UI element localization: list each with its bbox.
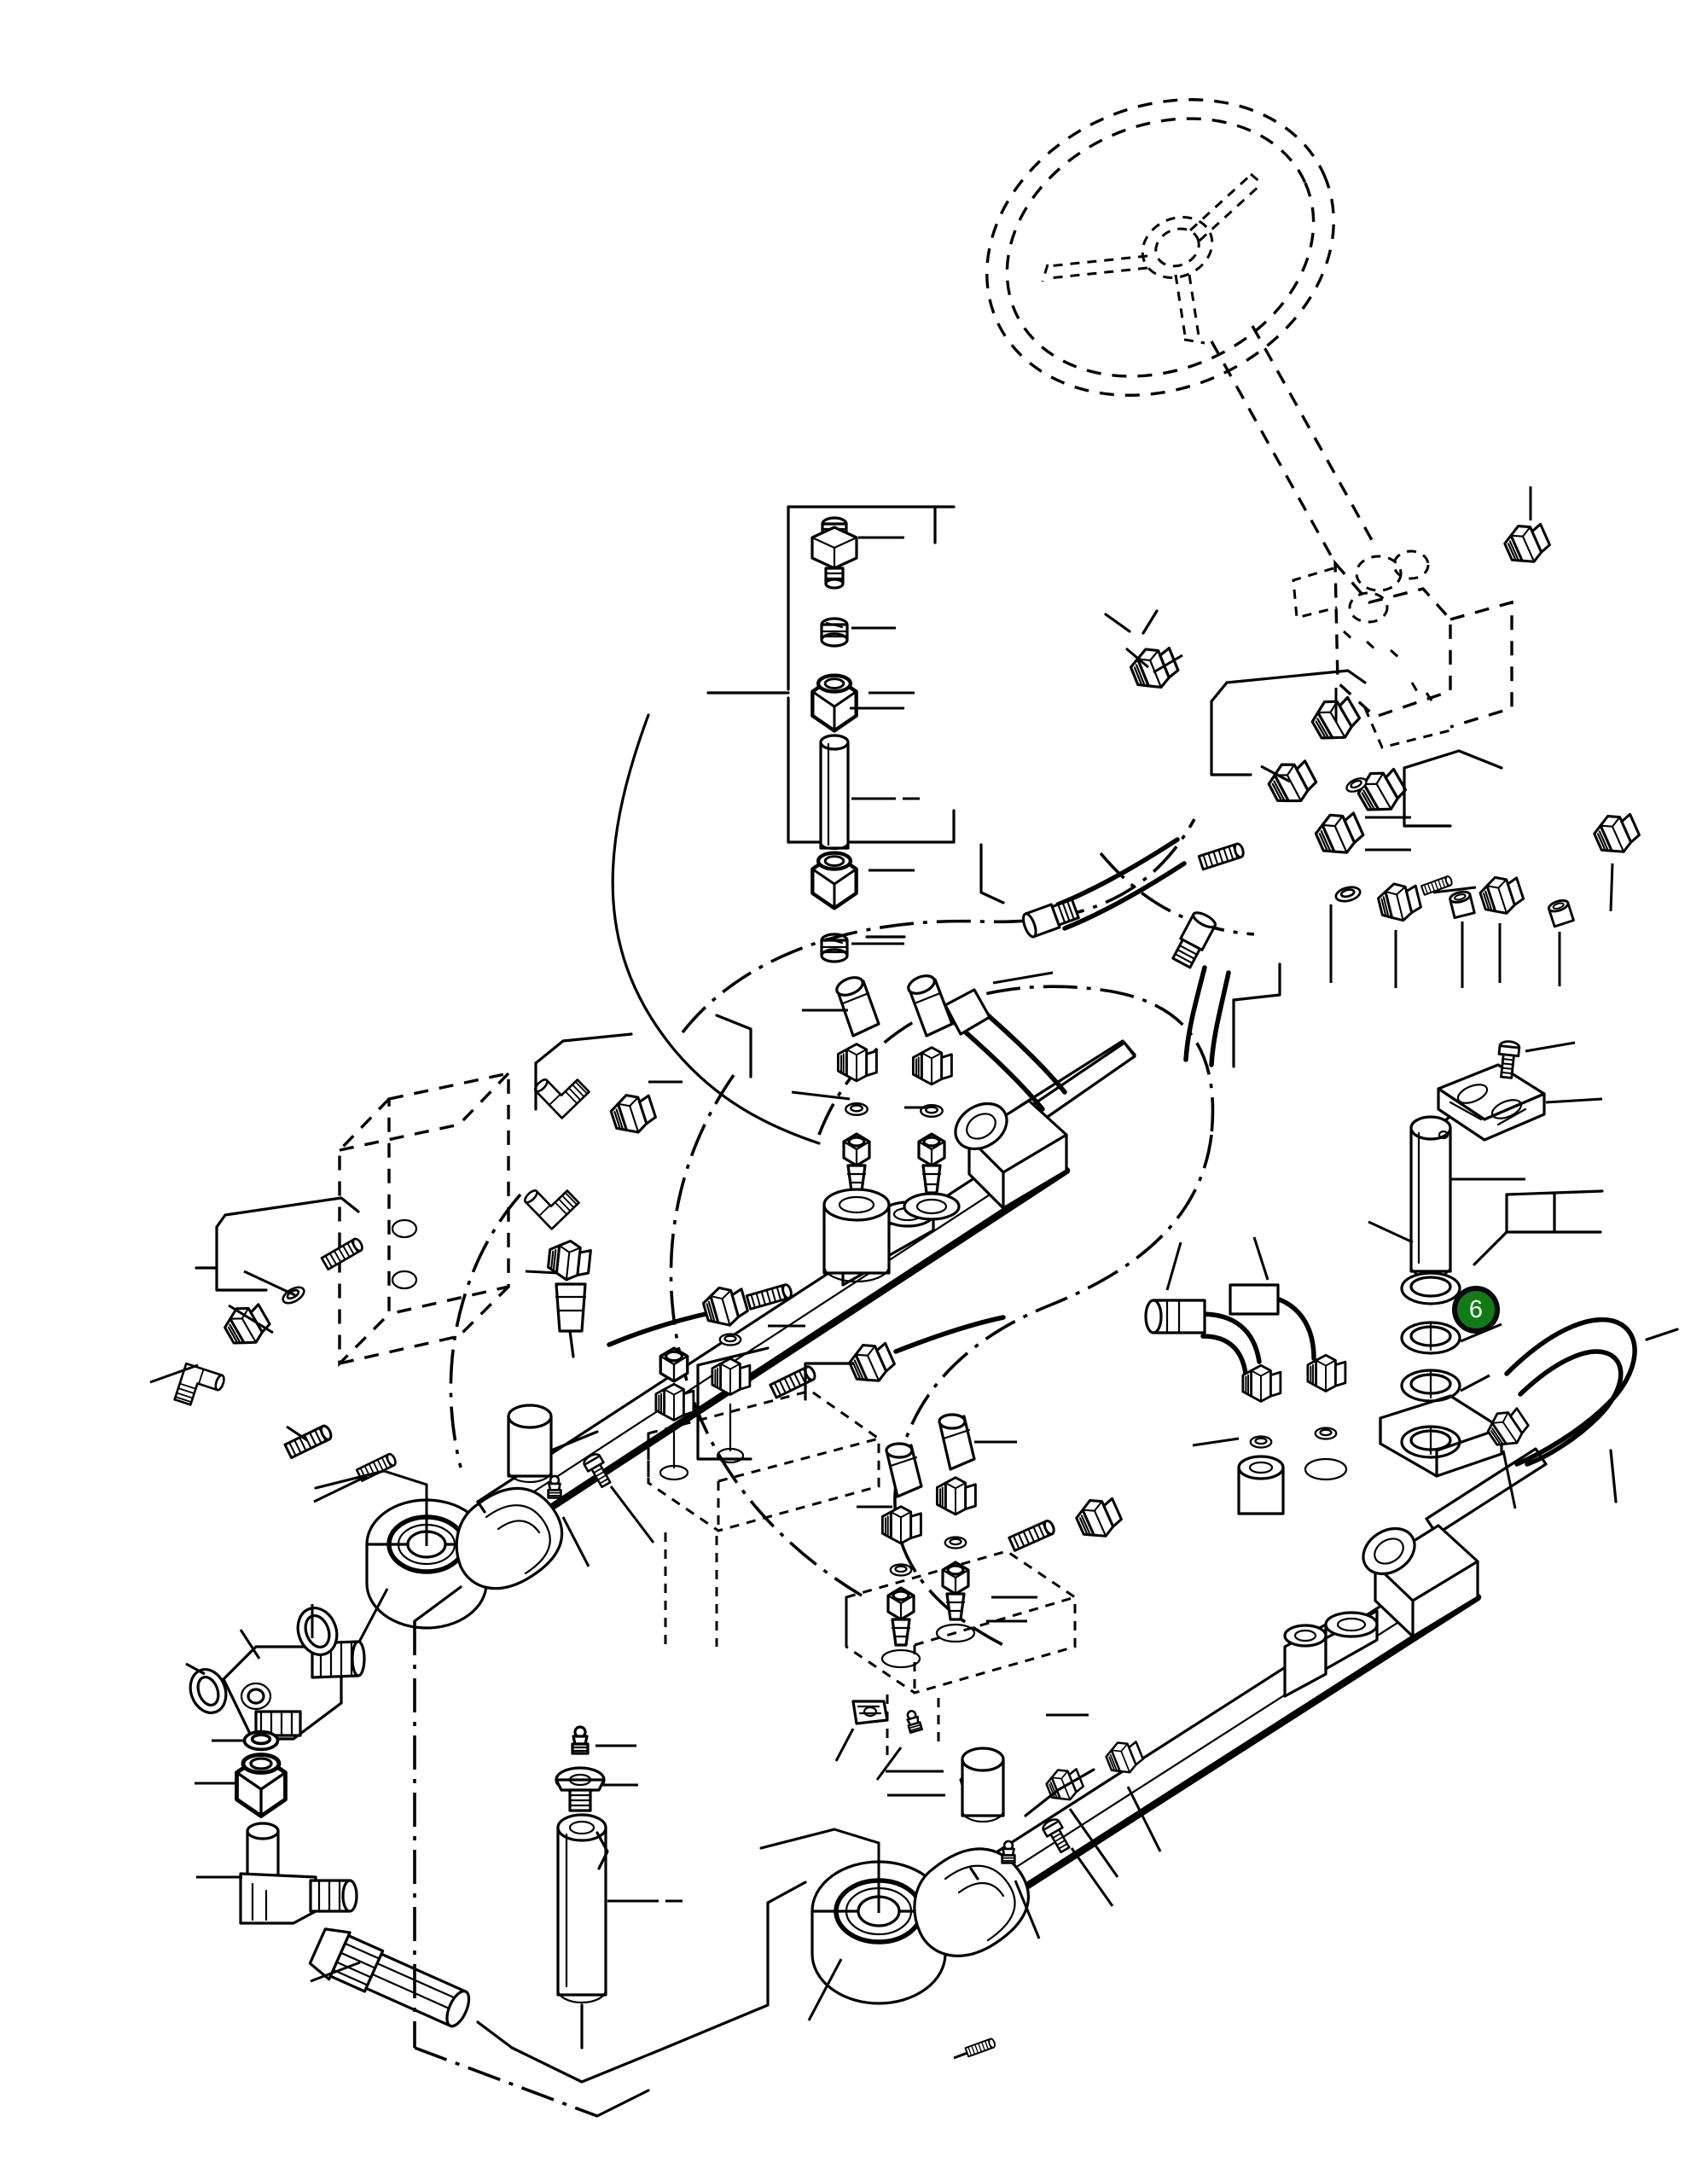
- oring-bottom: [1400, 1425, 1461, 1459]
- inset-spacer-sleeve: [819, 734, 850, 851]
- upper-right-fitting-cluster: [979, 486, 1645, 1068]
- callout-marker-6[interactable]: 6: [1452, 1286, 1500, 1334]
- manifold-stack-4: [935, 1413, 1017, 1643]
- inset-pivot-bolt: [810, 516, 858, 590]
- manifold-stack-1: [791, 976, 891, 1283]
- manifold-seal-b: [718, 1333, 742, 1346]
- zerk-center-pin: [571, 1725, 590, 1755]
- zerk-right: [1001, 1840, 1016, 1864]
- inset-locknut-lower: [812, 853, 856, 909]
- left-steering-cylinder: [314, 1039, 1136, 1648]
- right-pivot-pin: [1409, 1115, 1452, 1279]
- steering-wheel-assembly: [985, 98, 1378, 564]
- lower-left-exploded-parts: [185, 1585, 650, 2118]
- elbow-lower-left: [239, 1822, 358, 1925]
- pin-retainer-bolt: [555, 1766, 606, 1812]
- manifold-hexnut-a: [659, 1346, 689, 1383]
- inset-detail-box: [706, 505, 956, 963]
- locknut-stack-a: [237, 1755, 286, 1817]
- clamp-bracket: [851, 1700, 889, 1725]
- steering-gear-box: [1292, 549, 1513, 749]
- oring-lower: [1400, 1369, 1461, 1403]
- retainer-plate: [1425, 1063, 1546, 1142]
- misc-leaders: [534, 935, 1089, 2060]
- oring-upper: [1400, 1271, 1461, 1305]
- valve-block-left: [149, 1061, 660, 1503]
- left-hose-clamp: [507, 1404, 599, 1484]
- inset-plug-lower: [820, 933, 849, 963]
- seal-stack-a: [242, 1729, 280, 1752]
- plug-h: [1447, 888, 1476, 920]
- manifold-stack-2: [903, 971, 1067, 1221]
- inset-plug-upper: [820, 617, 849, 648]
- oring-small-a: [296, 1607, 339, 1656]
- center-pivot-pin-assembly: [476, 1725, 807, 2084]
- center-pivot-pin: [556, 1813, 609, 2004]
- right-cyl-top-fittings: [886, 1735, 1162, 1878]
- right-hose-clamp: [961, 1747, 1005, 1823]
- manifold-stack-3: [857, 1442, 923, 1669]
- right-cyl-inlet-elbows: [1144, 1236, 1348, 1515]
- oring-middle: [1400, 1321, 1461, 1355]
- oring-small-b: [189, 1668, 228, 1714]
- right-steering-cylinder: [759, 1447, 1548, 2021]
- zerk-left: [547, 1474, 562, 1499]
- center-manifold-fittings: [647, 971, 1127, 1781]
- inset-locknut-upper: [812, 676, 856, 731]
